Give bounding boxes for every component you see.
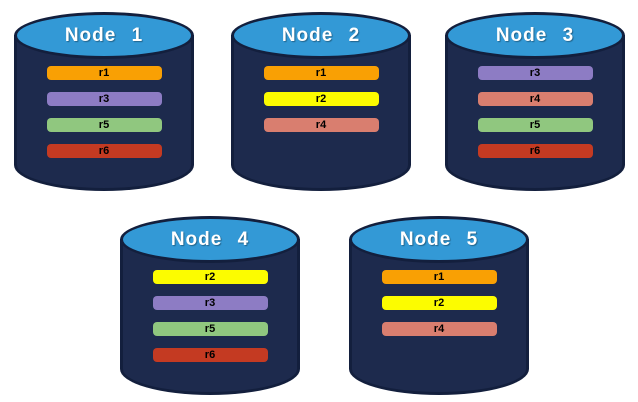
cylinder-top-ellipse: Node 3 [445,12,625,59]
cylinder-body [349,239,529,395]
replica-bar-list: r3 r4 r5 r6 [445,66,625,158]
cylinder-body [120,239,300,395]
node-title: Node 3 [495,24,575,46]
replica-bar-r3: r3 [46,92,162,106]
replica-bar-list: r2 r3 r5 r6 [120,270,300,362]
replica-bar-list: r1 r2 r4 [231,66,411,132]
cylinder-top-ellipse: Node 5 [349,216,529,263]
replica-bar-r1: r1 [46,66,162,80]
replica-bar-r2: r2 [381,296,497,310]
replica-bar-r3: r3 [477,66,593,80]
node-cylinder-1: Node 1 r1 r3 r5 r6 [14,12,194,191]
replica-bar-r1: r1 [381,270,497,284]
node-title: Node 2 [281,24,361,46]
replica-bar-r3: r3 [152,296,268,310]
replica-bar-r4: r4 [381,322,497,336]
node-cylinder-2: Node 2 r1 r2 r4 [231,12,411,191]
replica-bar-list: r1 r3 r5 r6 [14,66,194,158]
cylinder-body [231,35,411,191]
node-cylinder-3: Node 3 r3 r4 r5 r6 [445,12,625,191]
replica-bar-r5: r5 [46,118,162,132]
cylinder-body [445,35,625,191]
replica-bar-r6: r6 [46,144,162,158]
node-title: Node 5 [399,228,479,250]
node-title: Node 4 [170,228,250,250]
replica-bar-r1: r1 [263,66,379,80]
replica-bar-r6: r6 [152,348,268,362]
cylinder-top-ellipse: Node 1 [14,12,194,59]
node-title: Node 1 [64,24,144,46]
node-cylinder-5: Node 5 r1 r2 r4 [349,216,529,395]
node-cylinder-4: Node 4 r2 r3 r5 r6 [120,216,300,395]
replica-bar-r4: r4 [263,118,379,132]
replica-bar-r5: r5 [152,322,268,336]
replica-bar-r2: r2 [263,92,379,106]
replica-bar-r2: r2 [152,270,268,284]
cylinder-top-ellipse: Node 4 [120,216,300,263]
replica-bar-r4: r4 [477,92,593,106]
replica-bar-list: r1 r2 r4 [349,270,529,336]
cylinder-body [14,35,194,191]
replica-bar-r5: r5 [477,118,593,132]
cylinder-top-ellipse: Node 2 [231,12,411,59]
replica-bar-r6: r6 [477,144,593,158]
